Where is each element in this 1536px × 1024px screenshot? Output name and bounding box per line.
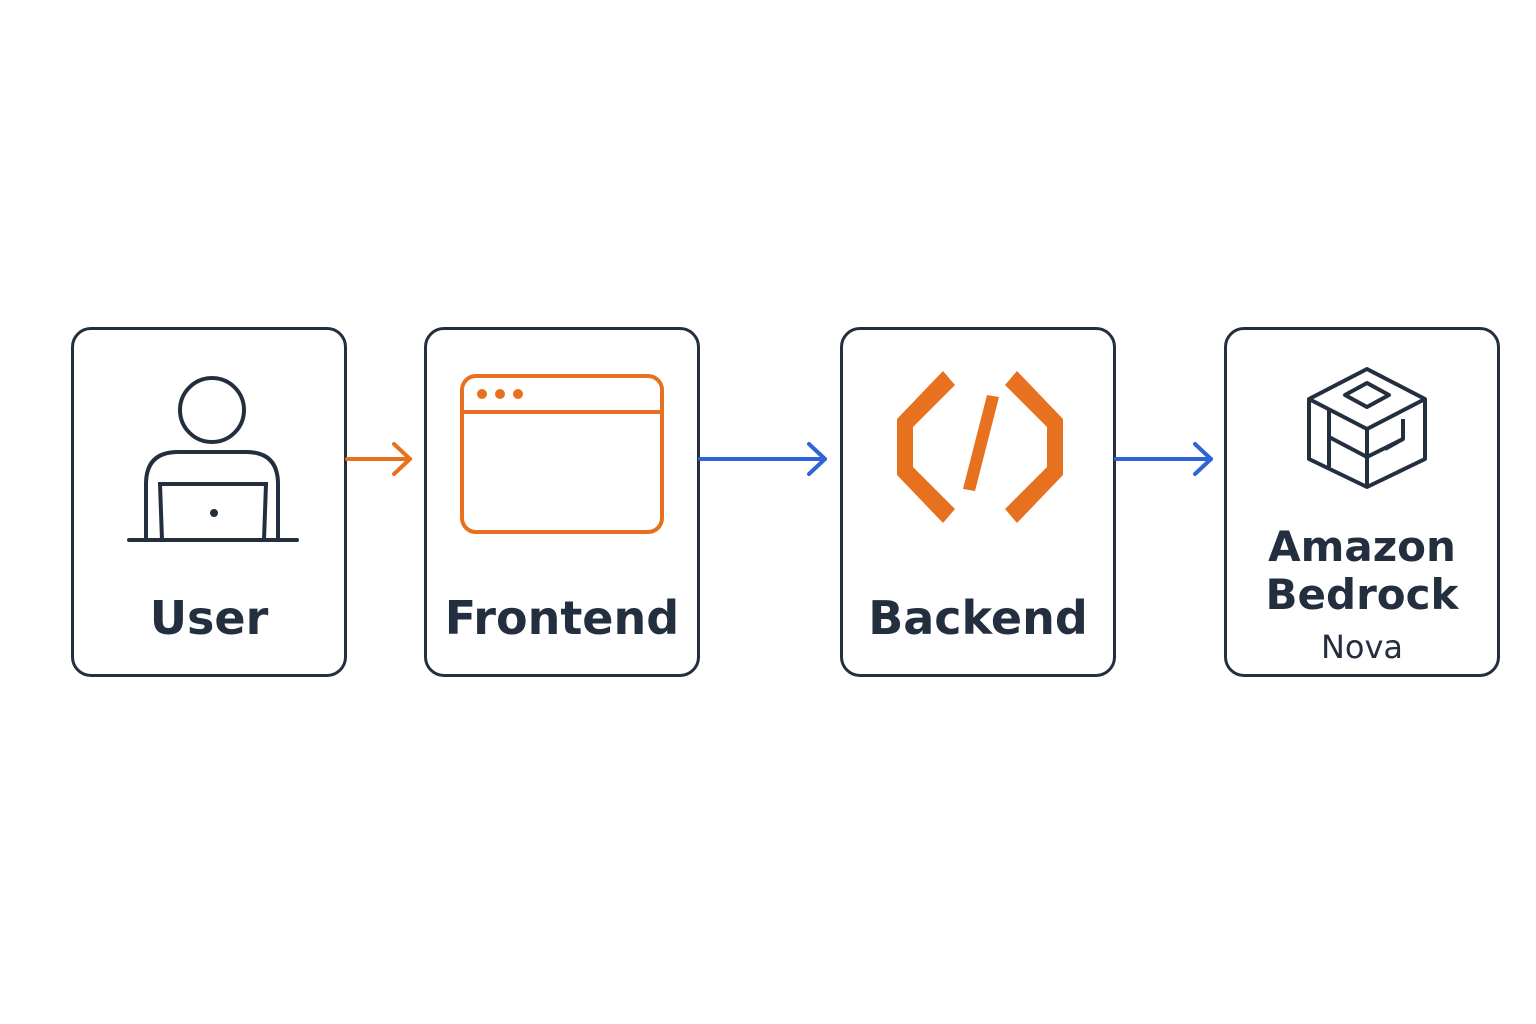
bedrock-label-line2: Bedrock: [1265, 570, 1459, 619]
browser-window-icon: [460, 374, 664, 534]
cube-stack-icon: [1307, 367, 1427, 489]
frontend-node: Frontend: [424, 327, 700, 677]
user-label: User: [149, 591, 269, 645]
user-node: User: [71, 327, 347, 677]
frontend-label: Frontend: [444, 591, 680, 645]
bedrock-node: Amazon Bedrock Nova: [1224, 327, 1500, 677]
arrow-user-to-frontend: [345, 442, 412, 476]
user-laptop-icon: [127, 376, 299, 542]
backend-node: Backend: [840, 327, 1116, 677]
bedrock-sublabel: Nova: [1320, 628, 1404, 666]
backend-label: Backend: [868, 591, 1088, 645]
arrow-frontend-to-backend: [698, 442, 827, 476]
arrow-backend-to-bedrock: [1114, 442, 1213, 476]
bedrock-label-line1: Amazon: [1268, 522, 1456, 571]
code-brackets-icon: [897, 371, 1063, 523]
